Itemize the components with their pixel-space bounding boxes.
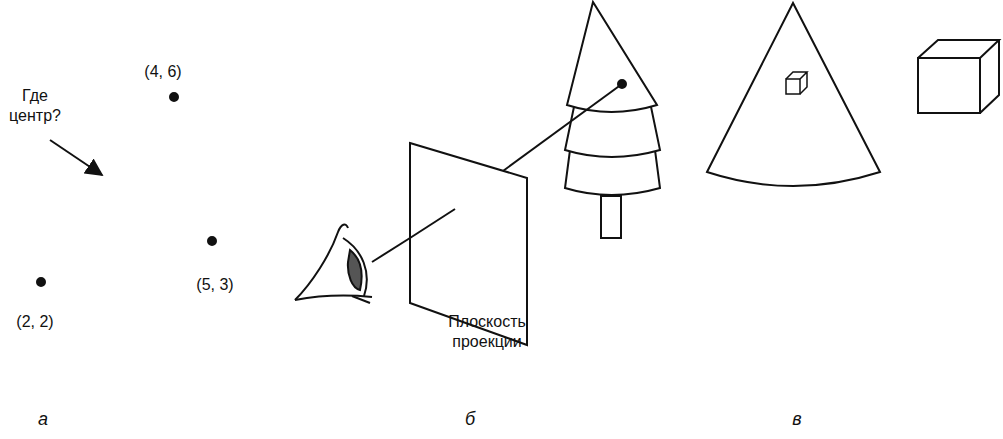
point [37, 278, 45, 286]
question-label: Где центр? [2, 86, 68, 126]
panel-letter: в [782, 408, 812, 431]
panel-letter: а [28, 408, 58, 431]
panel-letter: б [455, 408, 485, 431]
small-cube [786, 72, 807, 94]
eye [295, 225, 372, 303]
cone [707, 3, 880, 186]
plane-label: Плоскость проекции [427, 312, 547, 352]
pointer-arrow [50, 140, 102, 175]
point [618, 80, 626, 88]
sight-line [372, 238, 410, 262]
tree [565, 2, 660, 238]
point [170, 93, 178, 101]
sight-line [410, 209, 455, 238]
point [208, 237, 216, 245]
large-cube [918, 40, 999, 113]
sight-line [503, 84, 622, 171]
coordinate-label: (5, 3) [180, 275, 250, 295]
coordinate-label: (2, 2) [2, 312, 68, 332]
coordinate-label: (4, 6) [128, 62, 198, 82]
